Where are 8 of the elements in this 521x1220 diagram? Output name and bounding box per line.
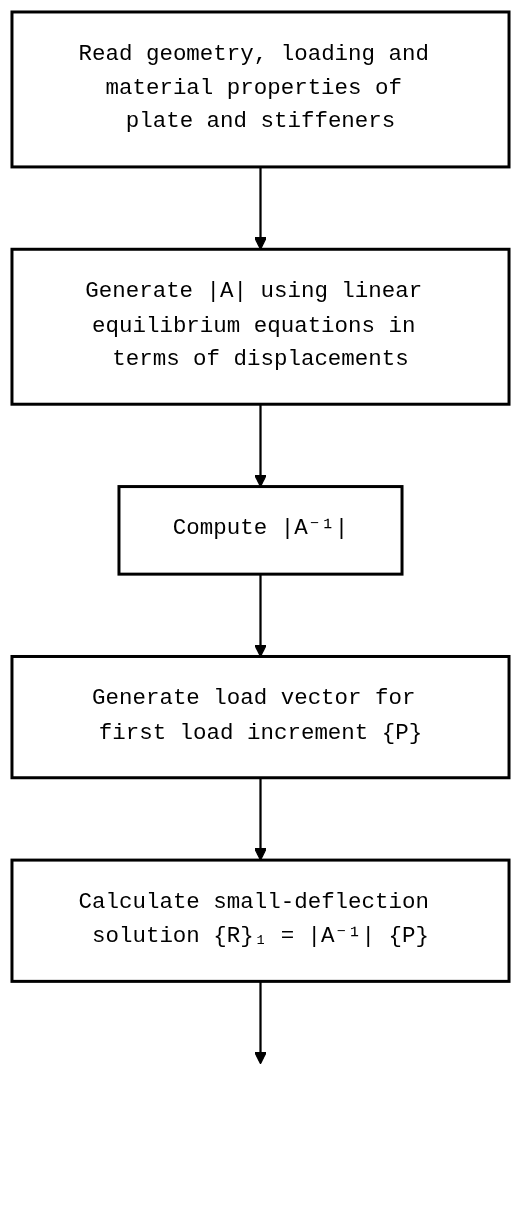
node-box: Generate load vector for first load increment {P} <box>10 655 511 780</box>
node-box: Calculate small-deflection solution {R}₁ = |A⁻¹| {P} <box>10 858 511 983</box>
node-box: Generate |A| using linear equilibrium equations in terms of displacements <box>10 247 511 406</box>
node-box: Compute |A⁻¹| <box>117 485 404 576</box>
node-box: Read geometry, loading and material properties of plate and stiffeners <box>10 10 511 169</box>
arrow <box>253 777 268 861</box>
arrow <box>253 981 268 1065</box>
arrow <box>253 166 268 250</box>
